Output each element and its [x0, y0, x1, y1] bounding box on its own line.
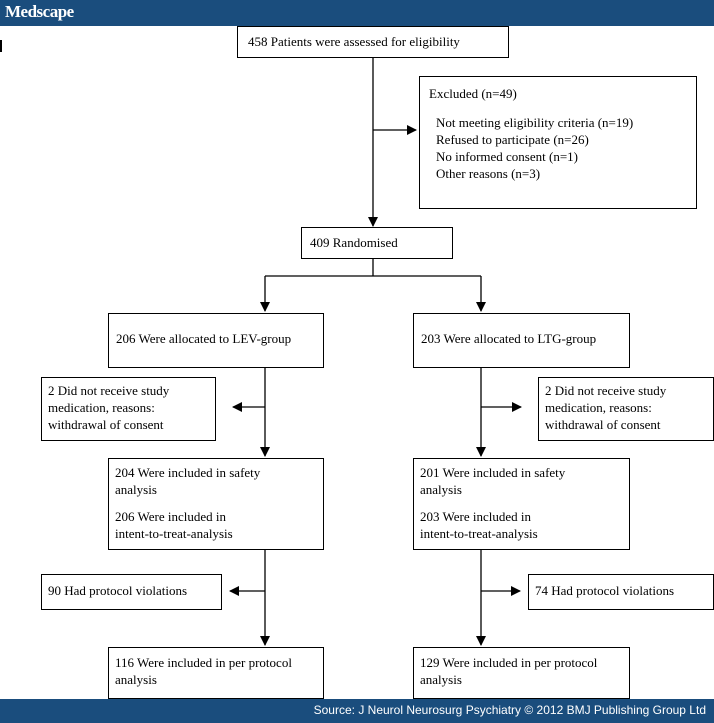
ltg-no-med-line: withdrawal of consent: [545, 417, 661, 432]
ltg-violations-box: 74 Had protocol violations: [528, 574, 714, 610]
lev-pp-line: 116 Were included in per protocol: [115, 655, 292, 670]
lev-no-med-line: 2 Did not receive study: [48, 383, 170, 398]
lev-per-protocol-box: 116 Were included in per protocol analys…: [108, 647, 324, 699]
ltg-per-protocol-box: 129 Were included in per protocol analys…: [413, 647, 630, 699]
lev-allocated-box: 206 Were allocated to LEV-group: [108, 313, 324, 368]
lev-violations-text: 90 Had protocol violations: [48, 583, 188, 598]
ltg-safety-line: 201 Were included in safety: [420, 465, 566, 480]
edge-mark: [0, 40, 2, 52]
lev-itt-line: intent-to-treat-analysis: [115, 526, 233, 541]
ltg-no-med-line: medication, reasons:: [545, 400, 652, 415]
lev-no-med-line: withdrawal of consent: [48, 417, 164, 432]
lev-pp-line: analysis: [115, 672, 157, 687]
lev-allocated-text: 206 Were allocated to LEV-group: [116, 331, 292, 346]
lev-no-med-line: medication, reasons:: [48, 400, 155, 415]
header-bar: Medscape: [0, 0, 714, 26]
ltg-pp-line: analysis: [420, 672, 462, 687]
excluded-reason: No informed consent (n=1): [436, 149, 578, 164]
lev-safety-line: 204 Were included in safety: [115, 465, 261, 480]
lev-violations-box: 90 Had protocol violations: [41, 574, 222, 610]
footer-bar: Source: J Neurol Neurosurg Psychiatry © …: [0, 699, 714, 723]
ltg-no-med-line: 2 Did not receive study: [545, 383, 667, 398]
source-credit: Source: J Neurol Neurosurg Psychiatry © …: [313, 703, 706, 717]
ltg-no-med-box: 2 Did not receive study medication, reas…: [538, 377, 714, 441]
excluded-box: Excluded (n=49) Not meeting eligibility …: [419, 76, 697, 209]
ltg-pp-line: 129 Were included in per protocol: [420, 655, 598, 670]
lev-included-box: 204 Were included in safety analysis 206…: [108, 458, 324, 550]
ltg-violations-text: 74 Had protocol violations: [535, 583, 675, 598]
randomised-box: 409 Randomised: [301, 227, 453, 259]
ltg-allocated-text: 203 Were allocated to LTG-group: [421, 331, 597, 346]
ltg-allocated-box: 203 Were allocated to LTG-group: [413, 313, 630, 368]
ltg-included-box: 201 Were included in safety analysis 203…: [413, 458, 630, 550]
lev-no-med-box: 2 Did not receive study medication, reas…: [41, 377, 216, 441]
excluded-reason: Not meeting eligibility criteria (n=19): [436, 115, 634, 130]
excluded-reason: Refused to participate (n=26): [436, 132, 589, 147]
ltg-itt-line: 203 Were included in: [420, 509, 531, 524]
ltg-itt-line: intent-to-treat-analysis: [420, 526, 538, 541]
ltg-safety-line: analysis: [420, 482, 462, 497]
randomised-text: 409 Randomised: [310, 235, 398, 250]
assessed-text: 458 Patients were assessed for eligibili…: [248, 34, 460, 49]
lev-itt-line: 206 Were included in: [115, 509, 226, 524]
excluded-reason: Other reasons (n=3): [436, 166, 541, 181]
medscape-logo: Medscape: [5, 2, 74, 21]
lev-safety-line: analysis: [115, 482, 157, 497]
assessed-box: 458 Patients were assessed for eligibili…: [237, 26, 509, 58]
excluded-title: Excluded (n=49): [429, 86, 517, 101]
